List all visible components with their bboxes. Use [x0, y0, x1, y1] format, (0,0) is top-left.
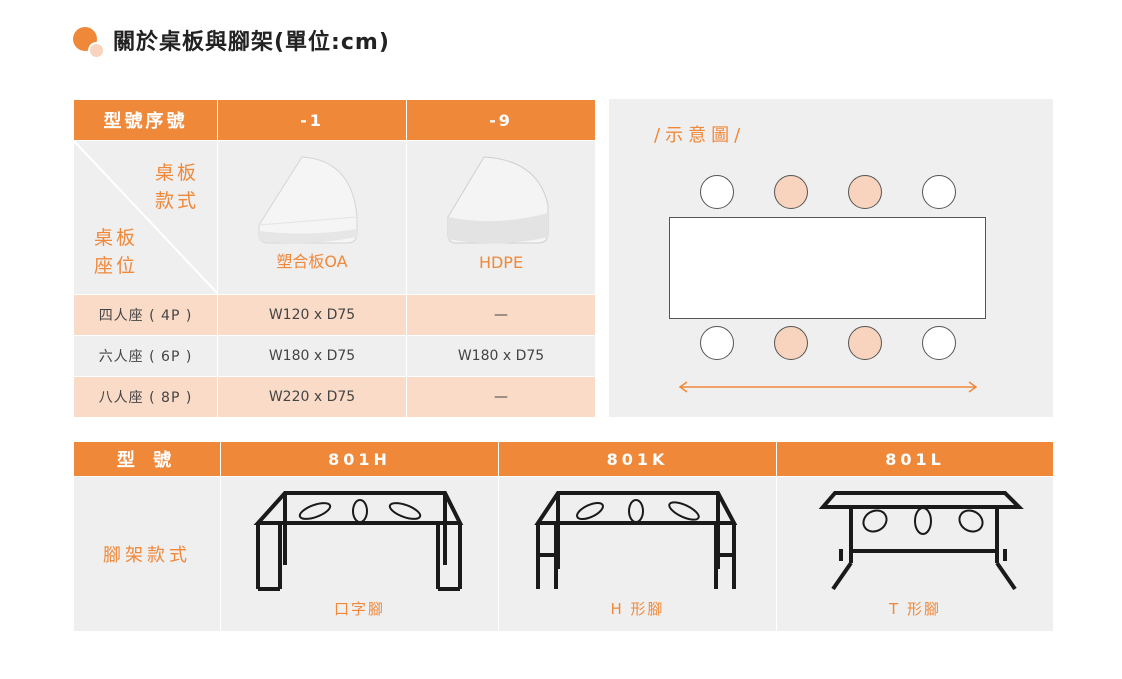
row-label: 六人座 ( 6P )	[73, 335, 218, 377]
table-row: 四人座 ( 4P ) W120 x D75 —	[73, 294, 596, 336]
header-801l: 801L	[776, 441, 1054, 477]
t-leg-frame-image	[818, 491, 1024, 591]
frame-style-cell: 腳架款式	[73, 476, 221, 632]
size-value: W220 x D75	[217, 376, 407, 418]
oa-tabletop-image	[258, 156, 358, 244]
frame-style-label: 腳架款式	[103, 545, 191, 566]
width-arrow-icon	[678, 381, 978, 393]
top-oa-cell: 塑合板OA	[217, 140, 407, 295]
header-801h: 801H	[220, 441, 499, 477]
h-leg-frame-image	[533, 491, 737, 589]
table-row: 八人座 ( 8P ) W220 x D75 —	[73, 376, 596, 418]
circle-logo-icon	[73, 25, 105, 59]
seat-top-3	[848, 175, 882, 209]
seat-top-1	[700, 175, 734, 209]
header-model: 型 號	[73, 441, 221, 477]
seat-bottom-1	[700, 326, 734, 360]
table-rectangle	[669, 217, 986, 319]
seat-top-2	[774, 175, 808, 209]
seating-diagram: /示意圖/	[609, 99, 1053, 417]
frame-801k-caption: H 形腳	[610, 600, 665, 618]
size-value: —	[406, 294, 596, 336]
top-hdpe-label: HDPE	[478, 253, 524, 272]
top-hdpe-cell: HDPE	[406, 140, 596, 295]
frame-801h-cell: 口字腳	[220, 476, 499, 632]
header-801k: 801K	[498, 441, 777, 477]
diagram-label: /示意圖/	[654, 125, 746, 146]
size-value: —	[406, 376, 596, 418]
frame-801k-cell: H 形腳	[498, 476, 777, 632]
frame-801l-caption: T 形腳	[889, 600, 941, 618]
frame-801l-cell: T 形腳	[776, 476, 1054, 632]
corner-cell: 桌板 款式 桌板 座位	[73, 140, 218, 295]
size-value: W120 x D75	[217, 294, 407, 336]
page-header: 關於桌板與腳架(單位:cm)	[73, 22, 390, 59]
seat-bottom-4	[922, 326, 956, 360]
corner-top-label: 桌板 款式	[154, 162, 199, 212]
frame-801h-caption: 口字腳	[333, 600, 385, 618]
header-model-serial: 型號序號	[73, 99, 218, 141]
diagonal-divider	[74, 141, 218, 294]
header-suffix-9: -9	[406, 99, 596, 141]
row-label: 八人座 ( 8P )	[73, 376, 218, 418]
page-title: 關於桌板與腳架(單位:cm)	[113, 30, 390, 55]
top-spec-table: 型號序號 -1 -9 桌板 款式 桌板 座位 塑合板OA	[73, 99, 596, 418]
frame-table: 型 號 801H 801K 801L 腳架款式	[73, 441, 1054, 632]
seat-top-4	[922, 175, 956, 209]
size-value: W180 x D75	[406, 335, 596, 377]
corner-bottom-label: 桌板 座位	[94, 227, 139, 277]
square-leg-frame-image	[253, 491, 463, 591]
size-value: W180 x D75	[217, 335, 407, 377]
top-oa-label: 塑合板OA	[276, 252, 348, 271]
header-suffix-1: -1	[217, 99, 407, 141]
seat-bottom-3	[848, 326, 882, 360]
seat-bottom-2	[774, 326, 808, 360]
table-row: 六人座 ( 6P ) W180 x D75 W180 x D75	[73, 335, 596, 377]
row-label: 四人座 ( 4P )	[73, 294, 218, 336]
hdpe-tabletop-image	[447, 156, 549, 244]
